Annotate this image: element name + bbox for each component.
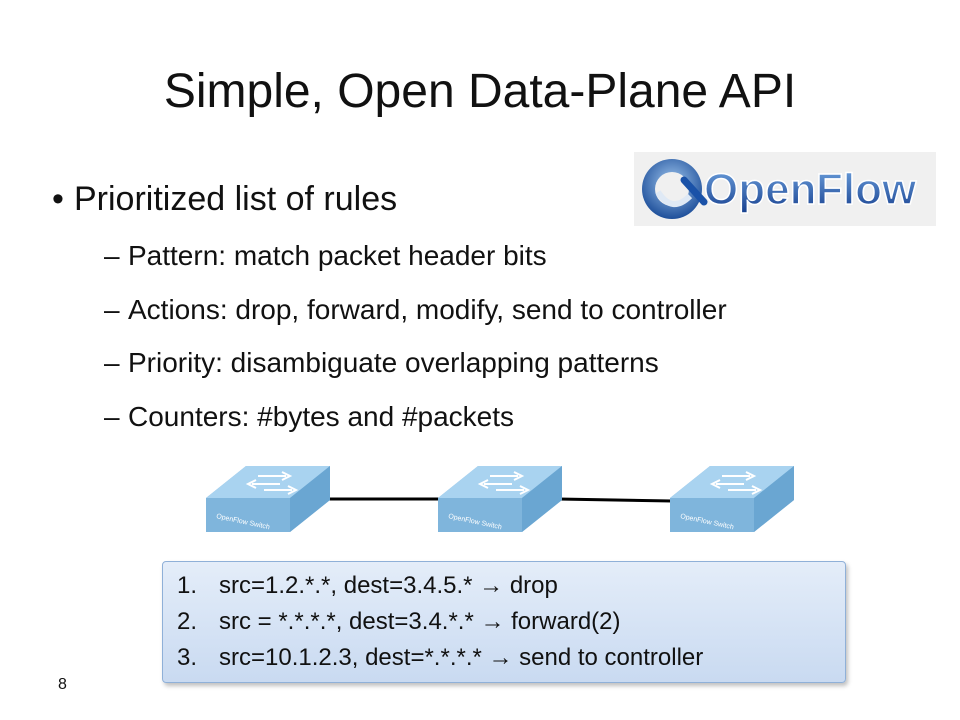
logo-text-flow: Flow — [816, 165, 917, 214]
bullet-marker: • — [52, 180, 64, 218]
openflow-logo: Open Flow — [634, 152, 936, 226]
switch-diagram: OpenFlow Switch OpenFlow Switch OpenFlow… — [200, 458, 800, 558]
openflow-switch-icon: OpenFlow Switch — [438, 466, 562, 532]
rule-row: 3. src=10.1.2.3, dest=*.*.*.* → send to c… — [177, 644, 703, 672]
rule-number: 1. — [177, 572, 198, 599]
sub-marker: – — [104, 294, 120, 325]
sub-item-actions: –Actions: drop, forward, modify, send to… — [104, 294, 727, 326]
openflow-switch-icon: OpenFlow Switch — [670, 466, 794, 532]
rule-text: src = *.*.*.*, dest=3.4.*.* → forward(2) — [219, 608, 621, 635]
sub-item-text: Counters: #bytes and #packets — [128, 401, 515, 432]
slide-title: Simple, Open Data-Plane API — [163, 65, 797, 118]
rule-text: src=10.1.2.3, dest=*.*.*.* → send to con… — [219, 644, 704, 671]
rule-number: 3. — [177, 644, 198, 671]
sub-item-pattern: –Pattern: match packet header bits — [104, 240, 547, 272]
bullet-text: Prioritized list of rules — [74, 180, 398, 218]
sub-item-text: Pattern: match packet header bits — [128, 240, 547, 271]
bullet-main: • Prioritized list of rules — [52, 180, 397, 219]
sub-item-counters: –Counters: #bytes and #packets — [104, 401, 514, 433]
sub-item-text: Priority: disambiguate overlapping patte… — [128, 347, 659, 378]
sub-marker: – — [104, 347, 120, 378]
link-line — [557, 497, 673, 503]
sub-marker: – — [104, 401, 120, 432]
openflow-switch-icon: OpenFlow Switch — [206, 466, 330, 532]
sub-item-text: Actions: drop, forward, modify, send to … — [128, 294, 727, 325]
sub-item-priority: –Priority: disambiguate overlapping patt… — [104, 347, 659, 379]
rule-row: 2. src = *.*.*.*, dest=3.4.*.* → forward(… — [177, 608, 621, 636]
openflow-logo-icon: Open Flow — [642, 159, 918, 219]
rule-row: 1. src=1.2.*.*, dest=3.4.5.* → drop — [177, 572, 558, 600]
rule-table-box: 1. src=1.2.*.*, dest=3.4.5.* → drop 2. src… — [162, 561, 846, 683]
rule-number: 2. — [177, 608, 198, 635]
logo-text-open: Open — [704, 165, 816, 214]
page-number: 8 — [58, 676, 67, 693]
sub-marker: – — [104, 240, 120, 271]
rule-text: src=1.2.*.*, dest=3.4.5.* → drop — [219, 572, 558, 599]
